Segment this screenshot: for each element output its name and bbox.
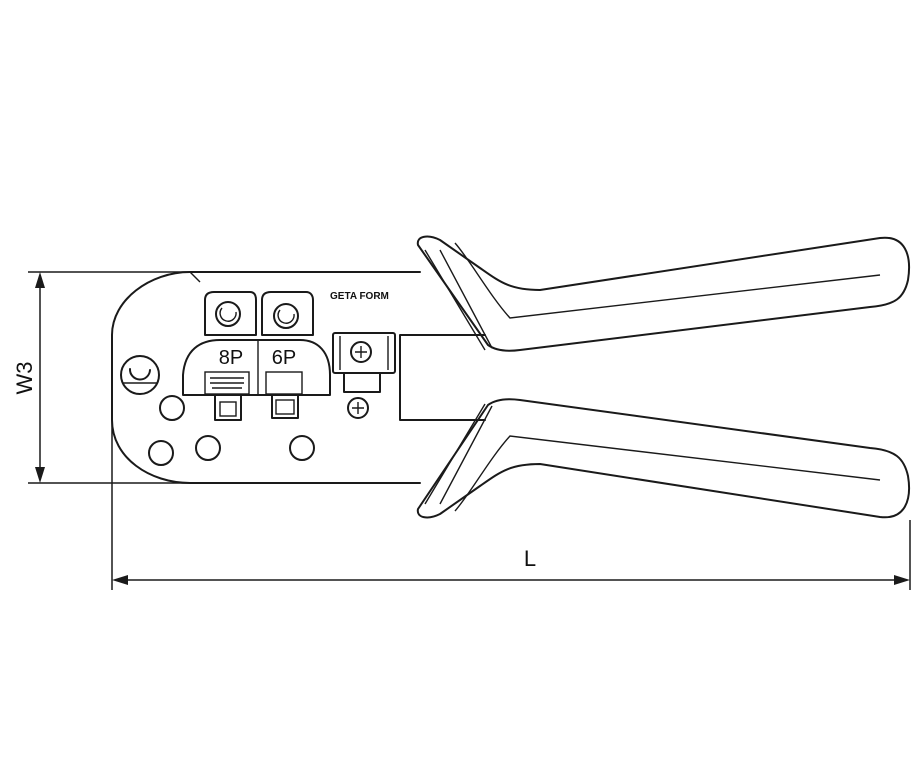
- lower-handle-ridge: [424, 403, 486, 505]
- die-screw-left-slot: [219, 307, 237, 322]
- w3-label: W3: [12, 362, 37, 395]
- die-6p-stem: [271, 394, 299, 419]
- die-block-right: [261, 291, 314, 336]
- tool-head-outline: [111, 271, 421, 484]
- cutter-block: [332, 332, 396, 374]
- die-screw-right-slot: [277, 309, 295, 324]
- die-screw-right-icon: [273, 303, 299, 329]
- hole-3: [195, 435, 221, 461]
- brand-logo-text: GETA FORM: [330, 291, 389, 302]
- die-housing: [182, 339, 331, 396]
- pivot-bolt-slot: [128, 368, 151, 381]
- die-8p-nut: [219, 401, 237, 417]
- die-screw-left-icon: [215, 301, 241, 327]
- upper-handle-grip-line: [439, 242, 881, 349]
- hole-2: [148, 440, 174, 466]
- upper-handle: [416, 235, 910, 352]
- head-bevel: [189, 271, 201, 283]
- hole-1: [159, 395, 185, 421]
- l-label: L: [524, 546, 536, 571]
- w3-arrow-top: [35, 272, 45, 288]
- hole-4: [289, 435, 315, 461]
- lower-handle: [416, 398, 910, 519]
- die-8p-stem: [214, 394, 242, 421]
- lower-screw-icon: [347, 397, 369, 419]
- cutter-lower: [343, 372, 381, 393]
- die-8p-label: 8P: [219, 347, 243, 369]
- die-6p-label: 6P: [272, 347, 296, 369]
- l-arrow-left: [112, 575, 128, 585]
- die-8p-cavity: [204, 371, 250, 395]
- l-arrow-right: [894, 575, 910, 585]
- w3-arrow-bottom: [35, 467, 45, 483]
- lower-handle-grip-line: [439, 405, 881, 512]
- cutter-screw-cross: [355, 346, 367, 358]
- cutter-screw-icon: [350, 341, 372, 363]
- pivot-bolt-icon: [120, 355, 160, 395]
- die-block-left: [204, 291, 257, 336]
- jaw-slot: [399, 334, 486, 421]
- lower-screw-cross: [352, 402, 364, 414]
- upper-handle-ridge: [424, 249, 486, 351]
- die-8p-teeth: [210, 377, 244, 389]
- die-6p-nut: [275, 399, 295, 415]
- die-6p-cavity: [265, 371, 303, 395]
